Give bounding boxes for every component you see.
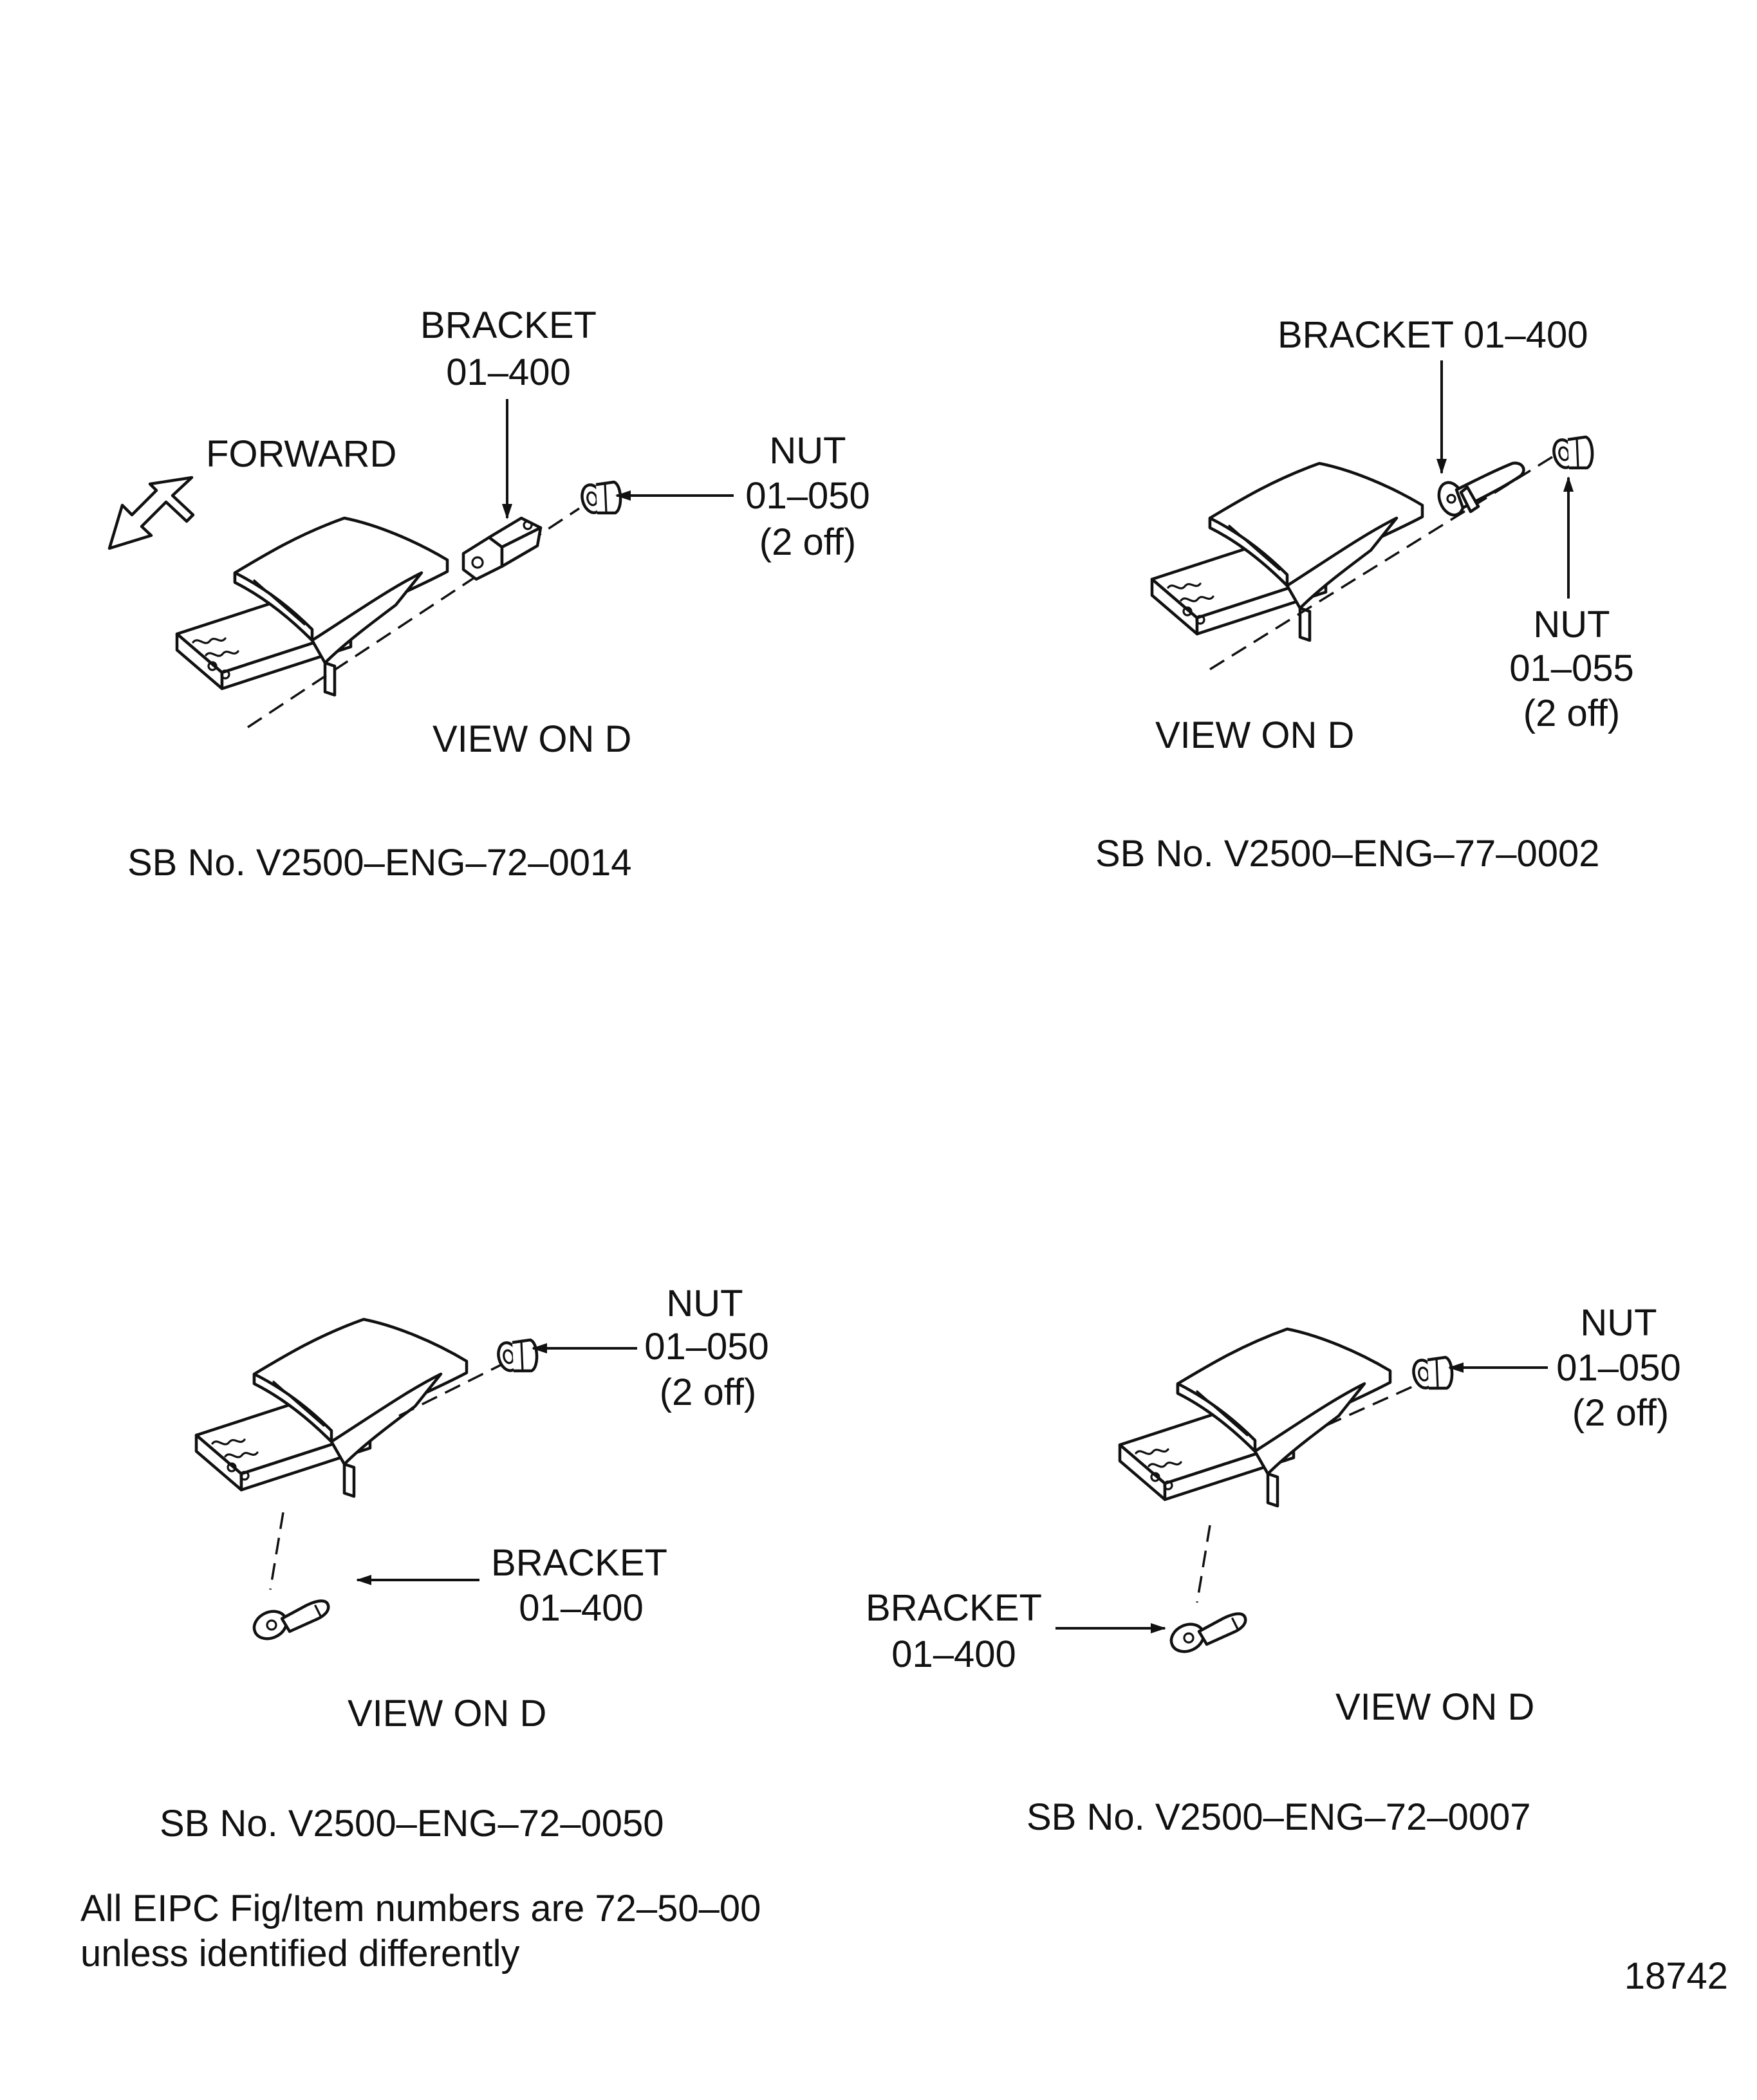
bracket-number: 01–400 (519, 1587, 644, 1629)
eipc-note-line1: All EIPC Fig/Item numbers are 72–50–00 (80, 1888, 761, 1929)
footer: All EIPC Fig/Item numbers are 72–50–00 u… (80, 1888, 1728, 1997)
nut-icon (1551, 437, 1592, 470)
bracket-label: BRACKET (420, 304, 597, 346)
bracket-icon (463, 518, 541, 579)
nut-label: NUT (1580, 1302, 1657, 1344)
view-label: VIEW ON D (432, 718, 631, 760)
sb-number: SB No. V2500–ENG–72–0050 (160, 1803, 664, 1844)
panel-bottom-right: NUT 01–050 (2 off) BRACKET 01–400 VIEW O… (866, 1302, 1681, 1838)
sb-number: SB No. V2500–ENG–77–0002 (1095, 833, 1600, 875)
figure-number: 18742 (1624, 1955, 1728, 1997)
sb-number: SB No. V2500–ENG–72–0014 (127, 842, 632, 884)
blade-assembly-icon (1152, 463, 1422, 640)
bracket-number: 01–400 (891, 1633, 1016, 1675)
nut-number: 01–050 (745, 475, 870, 517)
nut-icon (496, 1340, 537, 1373)
bracket-number: 01–400 (446, 351, 571, 393)
nut-qty: (2 off) (759, 521, 856, 563)
forward-arrow-icon (107, 476, 195, 550)
nut-label: NUT (1533, 604, 1610, 646)
view-label: VIEW ON D (1335, 1686, 1534, 1728)
blade-assembly-icon (177, 518, 447, 695)
bracket-icon (1167, 1614, 1245, 1657)
view-label: VIEW ON D (1155, 714, 1354, 756)
bracket-label: BRACKET (866, 1587, 1042, 1629)
eipc-note-line2: unless identified differently (80, 1933, 519, 1975)
panel-top-right: BRACKET 01–400 NUT 01–055 (2 off) VIEW O… (1095, 314, 1634, 875)
panel-bottom-left: NUT 01–050 (2 off) BRACKET 01–400 VIEW O… (160, 1283, 769, 1844)
blade-assembly-icon (1120, 1329, 1390, 1506)
view-label: VIEW ON D (348, 1693, 546, 1734)
sb-number: SB No. V2500–ENG–72–0007 (1027, 1796, 1531, 1838)
forward-label: FORWARD (206, 433, 396, 475)
blade-assembly-icon (196, 1319, 467, 1496)
nut-number: 01–055 (1509, 647, 1634, 689)
nut-icon (579, 482, 620, 515)
nut-number: 01–050 (1556, 1347, 1681, 1389)
nut-qty: (2 off) (1572, 1392, 1669, 1434)
bracket-label: BRACKET 01–400 (1278, 314, 1588, 356)
nut-number: 01–050 (644, 1326, 769, 1368)
bracket-icon (1435, 463, 1523, 519)
nut-label: NUT (769, 430, 846, 472)
nut-label: NUT (666, 1283, 743, 1324)
panel-top-left: FORWARD BRACKET 01–400 NUT 01–050 (2 off… (107, 304, 870, 884)
bracket-label: BRACKET (491, 1542, 667, 1584)
nut-qty: (2 off) (660, 1371, 756, 1413)
nut-qty: (2 off) (1523, 692, 1620, 734)
bracket-icon (250, 1601, 328, 1644)
nut-icon (1411, 1357, 1452, 1390)
